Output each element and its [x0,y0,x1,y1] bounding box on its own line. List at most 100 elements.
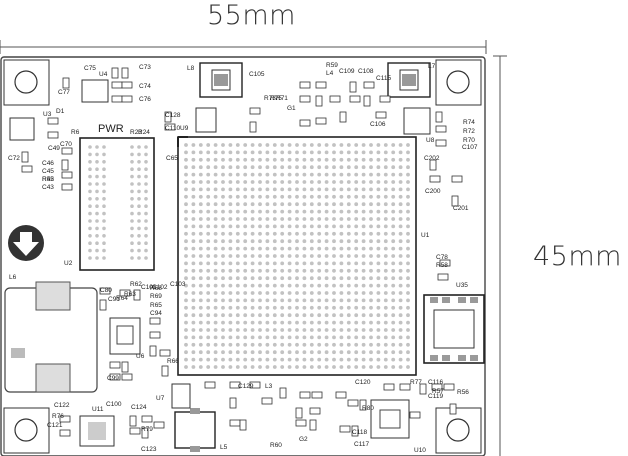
u2-ball [95,197,99,201]
u2-ball [130,197,134,201]
bga-ball [398,283,403,288]
bga-ball [317,172,322,177]
silkscreen-label: C116 [428,379,443,386]
bga-ball [243,209,248,214]
passive-footprint [149,345,157,357]
bga-ball [243,276,248,281]
passive-footprint [299,119,311,127]
bga-ball [339,298,344,303]
u2-ball [137,152,141,157]
u2-ball [102,234,106,238]
bga-ball [272,283,277,288]
bga-ball [398,157,403,162]
passive-footprint [449,403,457,415]
bga-ball [280,357,285,362]
bga-ball [361,187,366,192]
bga-ball [324,224,329,229]
bga-ball [302,194,307,199]
bga-ball [332,246,336,251]
bga-ball [346,165,351,170]
passive-footprint [409,411,421,419]
bga-ball [280,298,285,303]
bga-ball [250,202,255,207]
u2-ball [102,219,106,223]
bga-ball [198,194,203,199]
bga-ball [213,342,218,347]
bga-ball [346,224,351,229]
bga-ball [206,224,211,229]
bga-ball [398,143,403,147]
bga-ball [324,276,329,281]
bga-ball [309,209,314,214]
u2-ball [144,167,148,171]
bga-ball [383,283,388,288]
bga-ball [391,180,396,184]
bga-ball [369,157,373,162]
bga-ball [398,291,403,295]
bga-ball [309,276,314,281]
bga-ball [346,202,351,207]
bga-ball [258,209,262,214]
bga-ball [295,305,299,310]
bga-ball [354,320,359,325]
bga-ball [339,342,344,347]
bga-ball [324,172,329,177]
bga-ball [280,342,285,347]
silkscreen-label: R66 [167,358,179,365]
bga-ball [332,328,336,332]
bga-ball [243,246,248,251]
bga-ball [265,172,270,177]
bga-ball [354,231,359,236]
bga-ball [324,180,329,184]
bga-ball [295,365,299,369]
bga-ball [302,268,307,273]
passive-footprint [347,399,359,407]
bga-ball [361,276,366,281]
bga-ball [339,276,344,281]
bga-ball [406,180,410,184]
bga-ball [376,202,381,207]
bga-ball [295,217,299,221]
bga-ball [332,224,336,229]
silkscreen-label: C100 [106,401,122,408]
bga-ball [287,350,292,355]
bga-ball [354,328,359,332]
bga-ball [376,231,381,236]
bga-ball [354,194,359,199]
bga-ball [191,342,196,347]
bga-ball [383,291,388,295]
bga-ball [295,172,299,177]
bga-ball [354,335,359,340]
u3-chip [9,117,35,141]
u2-ball [130,211,134,216]
bga-ball [361,357,366,362]
bga-ball [317,202,322,207]
u1-ball-array [184,143,410,369]
bga-ball [391,268,396,273]
silkscreen-label: C45 [42,168,54,175]
bga-ball [287,342,292,347]
bga-ball [250,305,255,310]
silkscreen-label: U3 [43,111,52,118]
bga-ball [391,217,396,221]
bga-ball [198,335,203,340]
bga-ball [280,365,285,369]
bga-ball [317,328,322,332]
passive-footprint [339,111,347,123]
u2-ball [95,234,99,238]
bga-ball [302,313,307,318]
bga-ball [302,172,307,177]
passive-footprint [399,383,411,391]
u2-ball [88,182,92,186]
bga-ball [346,194,351,199]
passive-footprint [129,427,141,435]
silkscreen-label: C202 [424,155,440,162]
bga-ball [198,350,203,355]
bga-ball [198,157,203,162]
u2-ball [88,226,92,231]
bga-ball [324,143,329,147]
bga-ball [272,165,277,170]
u2-ball [137,241,141,245]
bga-ball [302,291,307,295]
